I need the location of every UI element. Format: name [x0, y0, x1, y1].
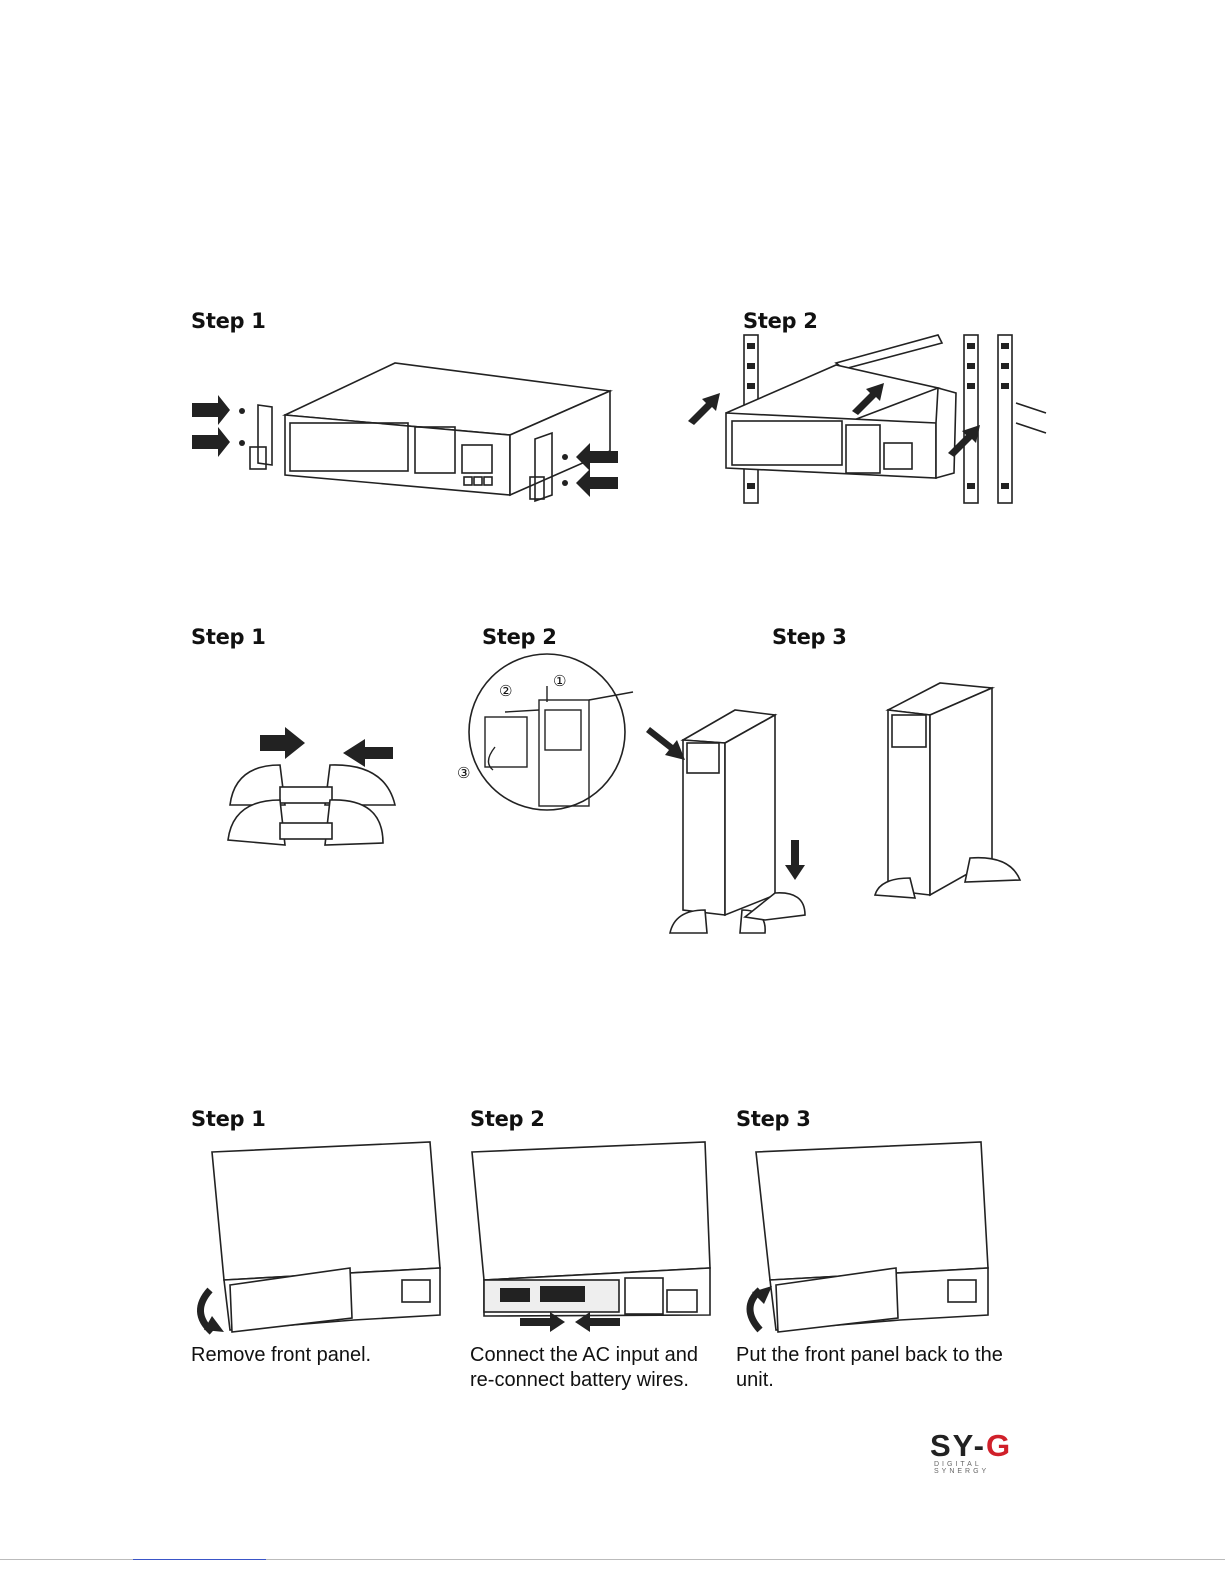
wiring-step3-illustration — [736, 1140, 996, 1335]
rack-step1-illustration — [190, 355, 620, 510]
tower-step3-illustration — [870, 680, 1025, 910]
rack-step2-label: Step 2 — [743, 309, 818, 333]
wiring-step2-illustration — [470, 1140, 715, 1335]
wiring-step3-caption-line1: Put the front panel back to the — [736, 1343, 1003, 1368]
tower-step3-label: Step 3 — [772, 625, 847, 649]
wiring-step3-label: Step 3 — [736, 1107, 811, 1131]
rack-step1-label: Step 1 — [191, 309, 266, 333]
wiring-step3-caption-line2: unit. — [736, 1368, 774, 1393]
callout-2: ② — [499, 682, 512, 700]
wiring-step1-label: Step 1 — [191, 1107, 266, 1131]
callout-3: ③ — [457, 764, 470, 782]
callout-1: ① — [553, 672, 566, 690]
rack-step2-illustration — [686, 333, 1051, 505]
tower-step2-label: Step 2 — [482, 625, 557, 649]
sy-g-logo: SY-G DIGITAL SYNERGY — [930, 1428, 1030, 1473]
footer-link-underline — [133, 1559, 266, 1560]
wiring-step2-label: Step 2 — [470, 1107, 545, 1131]
wiring-step2-caption-line1: Connect the AC input and — [470, 1343, 698, 1368]
logo-tagline: DIGITAL SYNERGY — [934, 1461, 1030, 1475]
wiring-step1-caption: Remove front panel. — [191, 1343, 371, 1368]
logo-wordmark: SY-G — [930, 1428, 1012, 1464]
tower-step1-stands-illustration — [225, 725, 400, 855]
tower-step2-detail-illustration: ① ② ③ — [455, 652, 640, 812]
tower-step2-unit-illustration — [645, 705, 810, 940]
tower-step1-label: Step 1 — [191, 625, 266, 649]
wiring-step2-caption-line2: re-connect battery wires. — [470, 1368, 689, 1393]
wiring-step1-illustration — [190, 1140, 445, 1335]
